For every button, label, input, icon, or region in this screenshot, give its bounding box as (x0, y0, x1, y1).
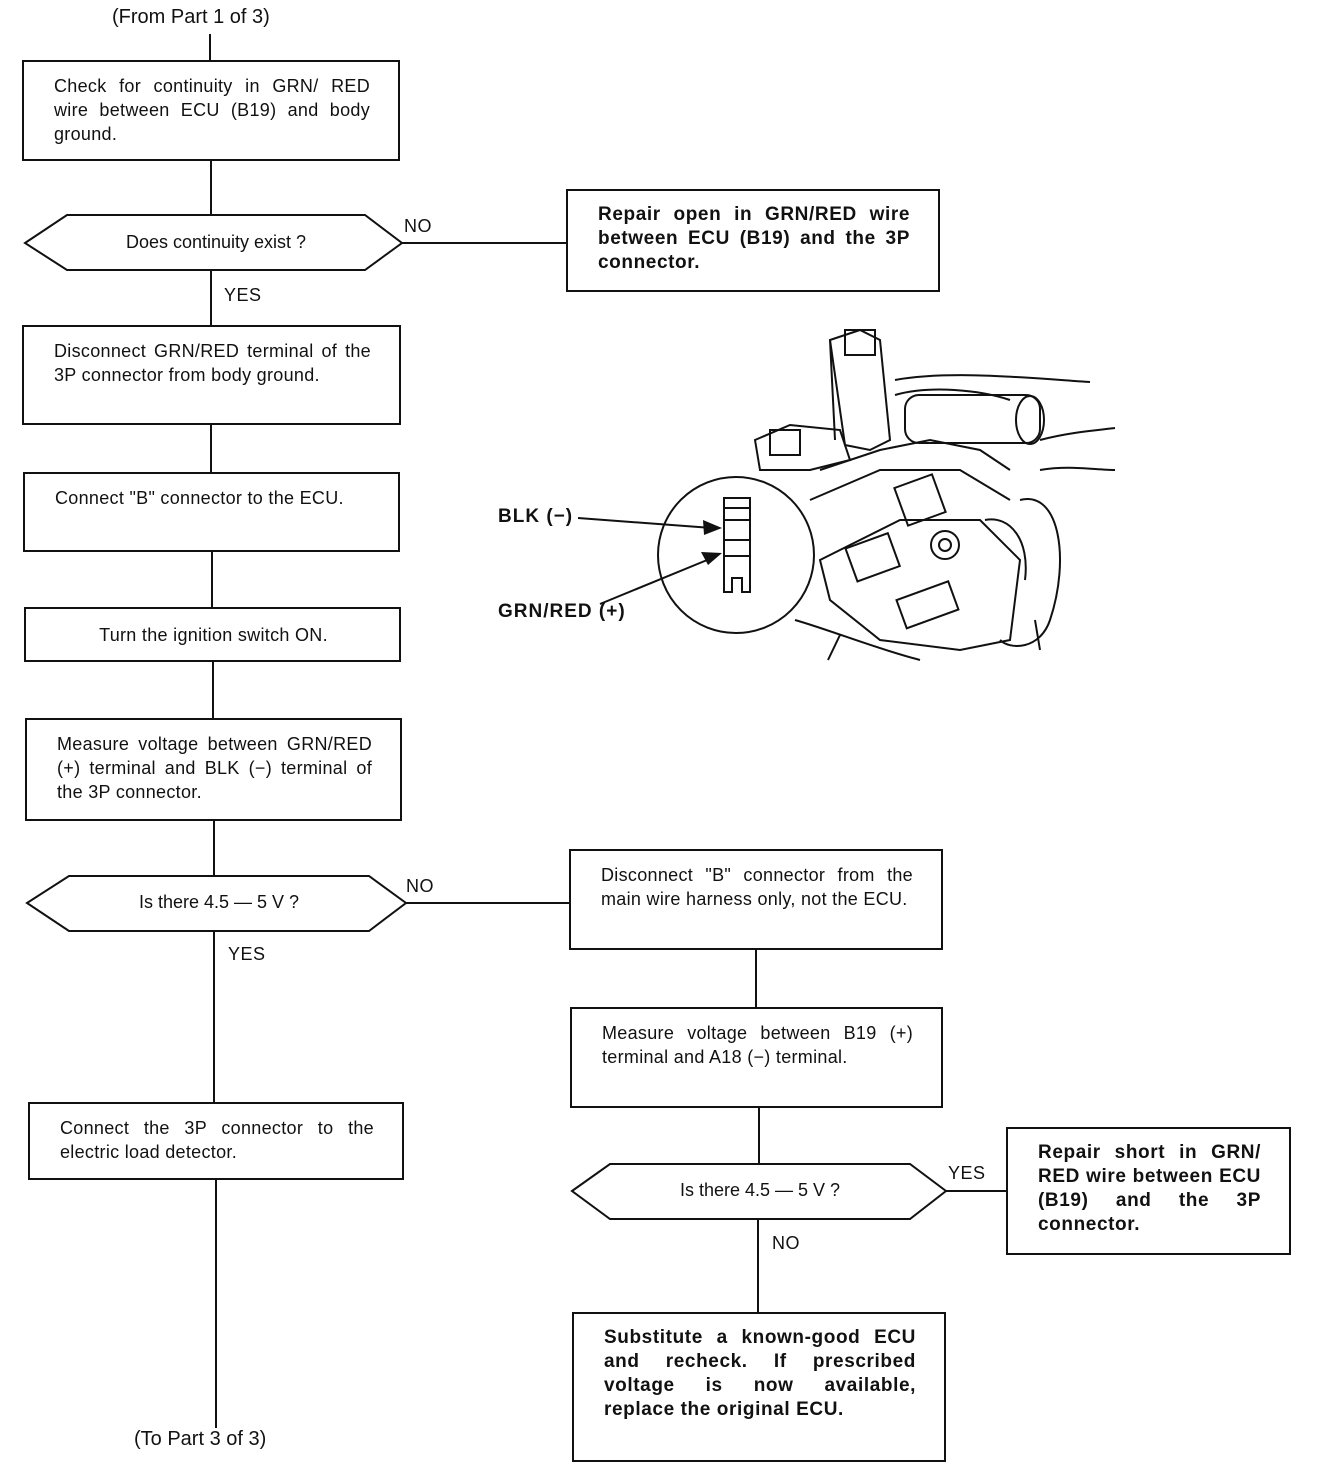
branch-label-no: NO (404, 216, 432, 236)
grn-red-terminal-label: GRN/RED (+) (498, 601, 626, 622)
measure-3p-voltage-box: Measure voltage between GRN/RED (+) term… (25, 718, 402, 821)
measure-b19-voltage-box: Measure voltage between B19 (+) terminal… (570, 1007, 943, 1108)
from-part-label: (From Part 1 of 3) (112, 6, 270, 28)
repair-open-box: Repair open in GRN/RED wire between ECU … (566, 189, 940, 292)
continuity-decision: Does continuity exist ? (125, 232, 307, 252)
substitute-ecu-box: Substitute a known-good ECU and recheck.… (572, 1312, 946, 1462)
connect-b-connector-box: Connect "B" connector to the ECU. (23, 472, 400, 552)
check-continuity-box: Check for continuity in GRN/ RED wire be… (22, 60, 400, 161)
branch-label-no: NO (772, 1233, 800, 1253)
to-part-label: (To Part 3 of 3) (134, 1428, 267, 1450)
branch-label-no: NO (406, 876, 434, 896)
voltage-decision-1: Is there 4.5 — 5 V ? (138, 892, 300, 912)
branch-label-yes: YES (228, 944, 266, 964)
branch-label-yes: YES (224, 285, 262, 305)
disconnect-grn-red-box: Disconnect GRN/RED terminal of the 3P co… (22, 325, 401, 425)
ignition-on-box: Turn the ignition switch ON. (24, 607, 401, 662)
connect-3p-detector-box: Connect the 3P connector to the electric… (28, 1102, 404, 1180)
blk-terminal-label: BLK (−) (498, 506, 574, 527)
repair-short-box: Repair short in GRN/ RED wire between EC… (1006, 1127, 1291, 1255)
branch-label-yes: YES (948, 1163, 986, 1183)
voltage-decision-2: Is there 4.5 — 5 V ? (679, 1180, 841, 1200)
disconnect-b-harness-box: Disconnect "B" connector from the main w… (569, 849, 943, 950)
